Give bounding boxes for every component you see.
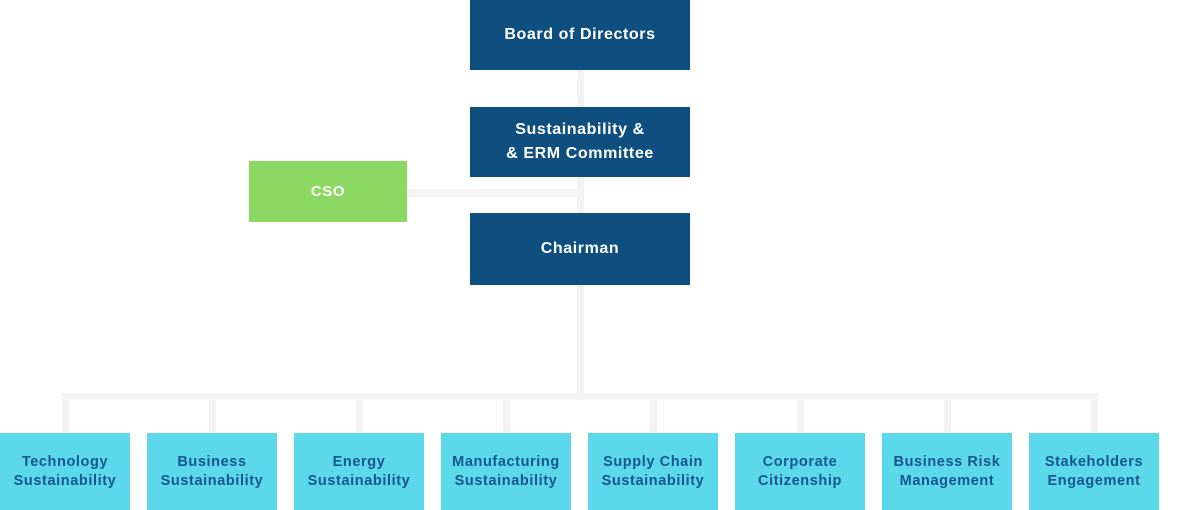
department-node-energy-sustainability: Energy Sustainability xyxy=(294,433,424,510)
connector-drop-manufacturing-sustainability xyxy=(503,393,510,433)
department-node-business-sustainability: Business Sustainability xyxy=(147,433,277,510)
department-node-business-risk-management: Business Risk Management xyxy=(882,433,1012,510)
connector-drop-business-risk-management xyxy=(944,393,951,433)
cso-label: CSO xyxy=(310,183,346,200)
department-label-line2: Engagement xyxy=(1047,472,1141,489)
board-of-directors-node: Board of Directors xyxy=(470,0,690,70)
department-label-line1: Manufacturing xyxy=(452,453,560,470)
connector-drop-stakeholders-engagement xyxy=(1091,393,1098,433)
chairman-node: Chairman xyxy=(470,213,690,285)
department-label-line2: Sustainability xyxy=(160,472,264,489)
department-label-line2: Sustainability xyxy=(454,472,558,489)
connector-drop-business-sustainability xyxy=(209,393,216,433)
department-label-line1: Business xyxy=(177,453,247,470)
committee-label-line2: & ERM Committee xyxy=(506,145,654,162)
connector-departments-horizontal xyxy=(62,393,1098,400)
connector-drop-supply-chain-sustainability xyxy=(650,393,657,433)
connector-drop-technology-sustainability xyxy=(62,393,69,433)
department-label-line2: Sustainability xyxy=(307,472,411,489)
department-label-line1: Supply Chain xyxy=(603,453,703,470)
department-node-technology-sustainability: Technology Sustainability xyxy=(0,433,130,510)
cso-node: CSO xyxy=(249,161,407,222)
chairman-label: Chairman xyxy=(540,240,620,257)
department-label-line2: Citizenship xyxy=(758,472,842,489)
department-node-supply-chain-sustainability: Supply Chain Sustainability xyxy=(588,433,718,510)
department-label-line1: Technology xyxy=(21,453,109,470)
board-of-directors-label: Board of Directors xyxy=(504,26,656,43)
connector-cso-branch xyxy=(407,189,584,197)
connector-drop-energy-sustainability xyxy=(356,393,363,433)
department-label-line1: Business Risk xyxy=(893,453,1001,470)
department-node-manufacturing-sustainability: Manufacturing Sustainability xyxy=(441,433,571,510)
department-label-line2: Management xyxy=(899,472,995,489)
department-label-line1: Stakeholders xyxy=(1044,453,1144,470)
department-label-line1: Corporate xyxy=(762,453,838,470)
department-node-stakeholders-engagement: Stakeholders Engagement xyxy=(1029,433,1159,510)
department-label-line2: Sustainability xyxy=(601,472,705,489)
department-node-corporate-citizenship: Corporate Citizenship xyxy=(735,433,865,510)
committee-label-line1: Sustainability & xyxy=(515,121,645,138)
department-label-line2: Sustainability xyxy=(13,472,117,489)
connector-drop-corporate-citizenship xyxy=(797,393,804,433)
department-label-line1: Energy xyxy=(332,453,386,470)
sustainability-erm-committee-node: Sustainability & & ERM Committee xyxy=(470,107,690,177)
